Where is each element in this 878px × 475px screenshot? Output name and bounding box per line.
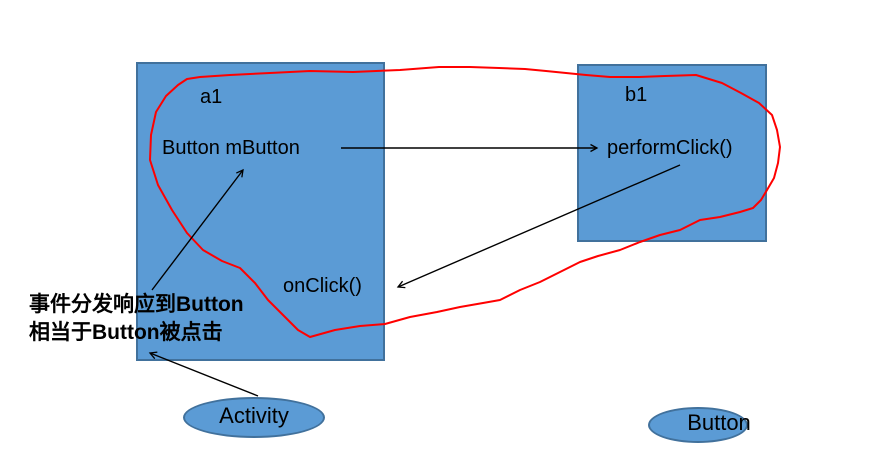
annotation-line-1: 事件分发响应到Button xyxy=(29,293,244,316)
event-dispatch-annotation: 事件分发响应到Button 相当于Button被点击 xyxy=(29,291,244,347)
node-b1-title: b1 xyxy=(625,84,648,106)
activity-ellipse xyxy=(183,397,325,438)
node-a1-title: a1 xyxy=(200,86,223,108)
annotation-line-2: 相当于Button被点击 xyxy=(29,321,223,344)
button-ellipse-label: Button xyxy=(687,410,751,435)
node-b1-method-label: performClick() xyxy=(607,137,733,159)
button-ellipse xyxy=(648,407,748,443)
node-a1-member-label: Button mButton xyxy=(162,137,300,159)
activity-ellipse-label: Activity xyxy=(219,403,289,428)
node-a1-callback-label: onClick() xyxy=(283,275,362,297)
